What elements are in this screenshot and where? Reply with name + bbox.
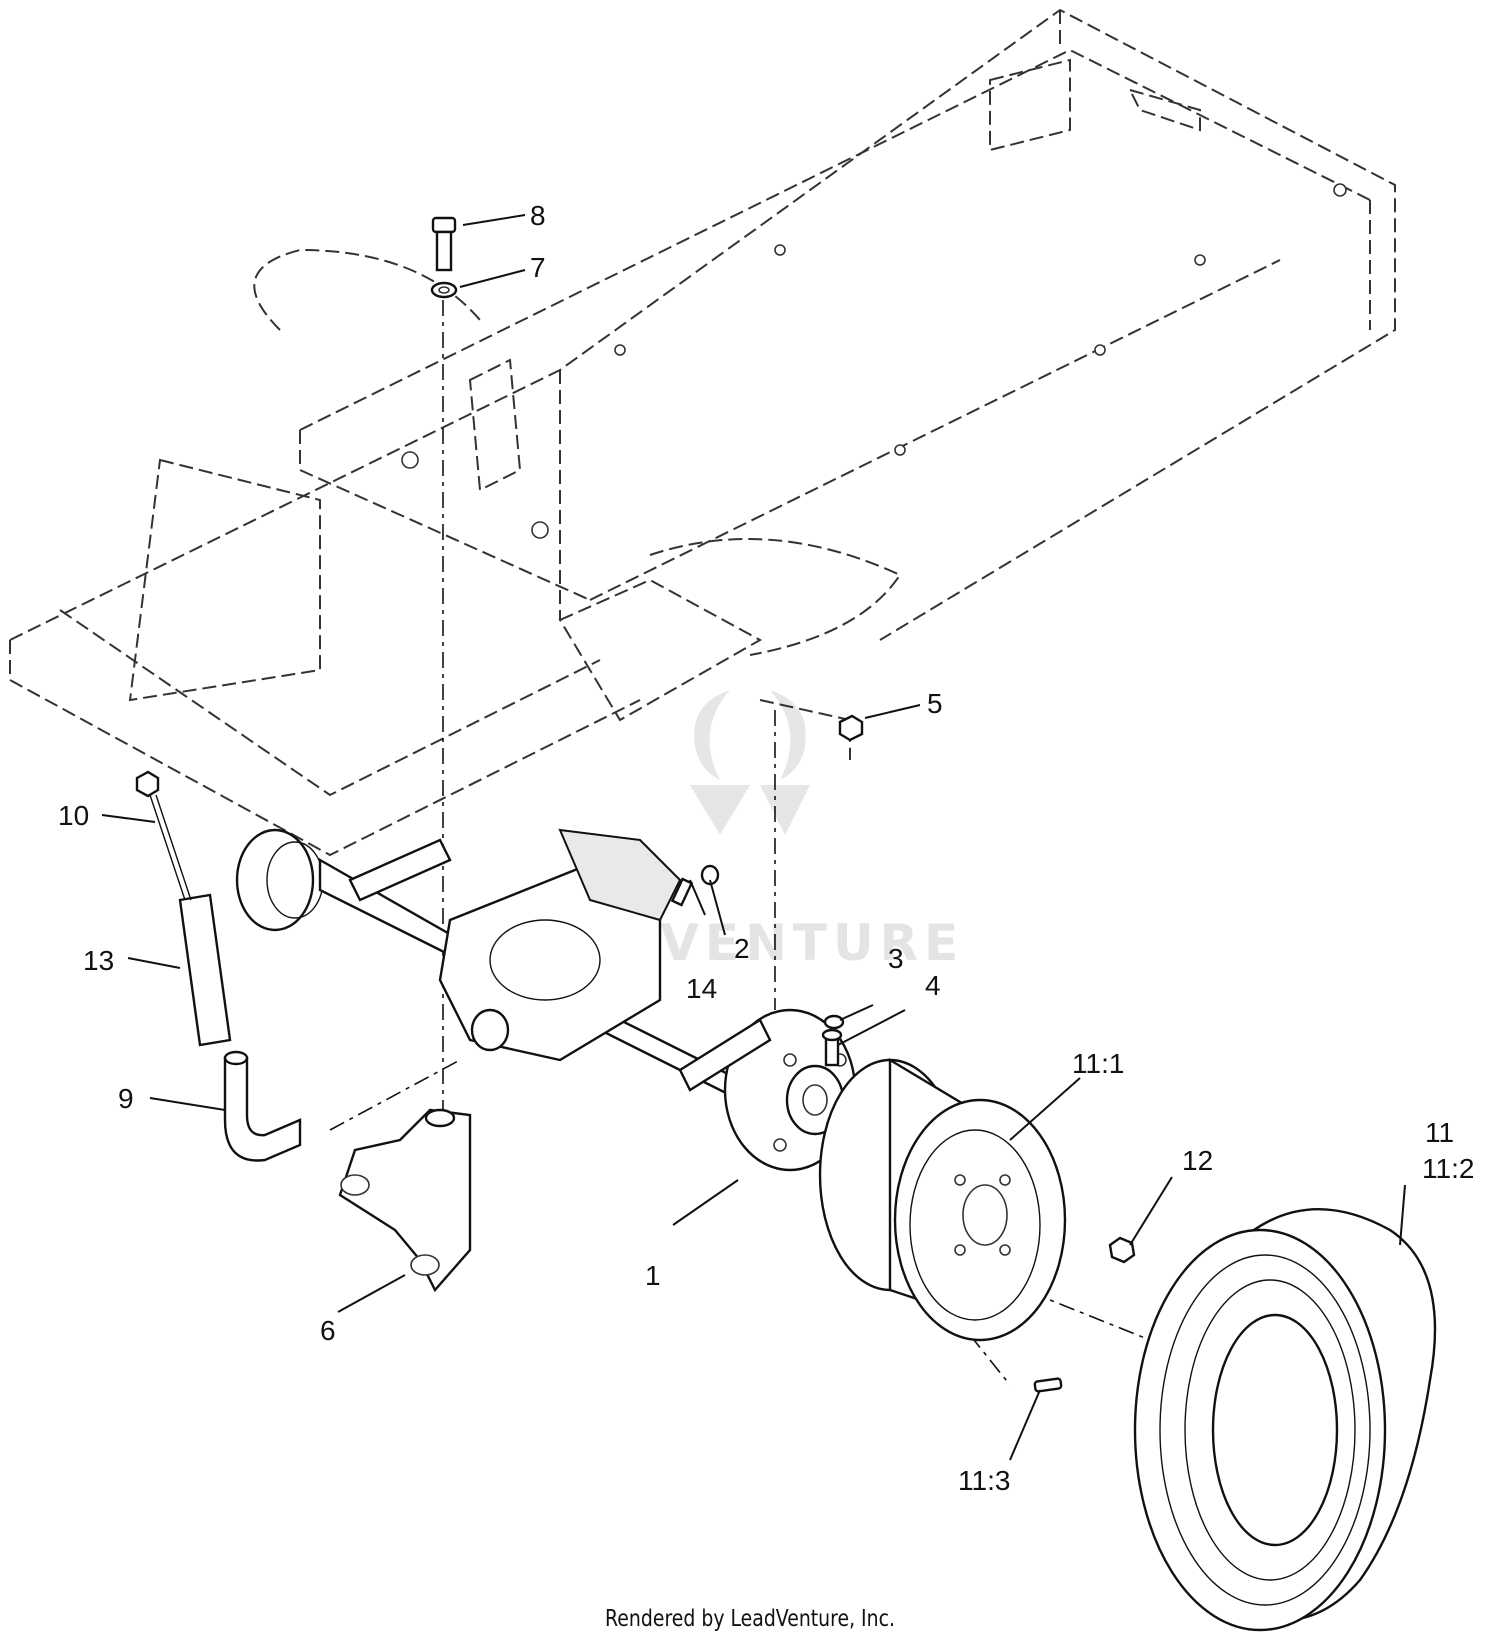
callout-13: 13 xyxy=(83,945,114,976)
callout-8: 8 xyxy=(530,200,546,231)
callout-14: 14 xyxy=(686,973,717,1004)
valve-stem-11-3 xyxy=(1033,1377,1063,1393)
callout-2: 2 xyxy=(734,933,750,964)
sleeve-13 xyxy=(178,893,232,1047)
cable-10 xyxy=(135,770,192,901)
callout-6: 6 xyxy=(320,1315,336,1346)
callout-5: 5 xyxy=(927,688,943,719)
callout-3: 3 xyxy=(888,943,904,974)
callout-12: 12 xyxy=(1182,1145,1213,1176)
bolt-4 xyxy=(821,1028,843,1067)
washer-7 xyxy=(430,281,458,299)
callout-10: 10 xyxy=(58,800,89,831)
callout-4: 4 xyxy=(925,970,941,1001)
callout-11-2: 11:2 xyxy=(1422,1153,1474,1184)
bolt-8 xyxy=(431,216,457,272)
callout-11-1: 11:1 xyxy=(1072,1048,1124,1079)
washer-3 xyxy=(823,1014,845,1030)
rim-11-1 xyxy=(818,1057,1067,1342)
leader-lines xyxy=(101,214,1406,1461)
pin-14 xyxy=(670,877,694,907)
callout-11-3: 11:3 xyxy=(958,1465,1010,1496)
tire-11-2 xyxy=(1133,1207,1437,1632)
lug-nut-12 xyxy=(1108,1236,1136,1264)
plug-2 xyxy=(700,864,720,886)
transaxle-1 xyxy=(235,828,857,1172)
bracket-6 xyxy=(338,1108,472,1293)
callout-9: 9 xyxy=(118,1083,134,1114)
hose-9 xyxy=(223,1050,302,1162)
callout-1: 1 xyxy=(645,1260,661,1291)
nut-5 xyxy=(838,714,864,742)
callout-labels: 8 7 5 10 13 9 2 14 3 4 1 6 11:1 12 11 11… xyxy=(58,200,1474,1496)
callout-7: 7 xyxy=(530,252,546,283)
footer-credit: Rendered by LeadVenture, Inc. xyxy=(605,1606,895,1632)
frame-phantom xyxy=(9,8,1396,857)
callout-11: 11 xyxy=(1425,1117,1454,1148)
